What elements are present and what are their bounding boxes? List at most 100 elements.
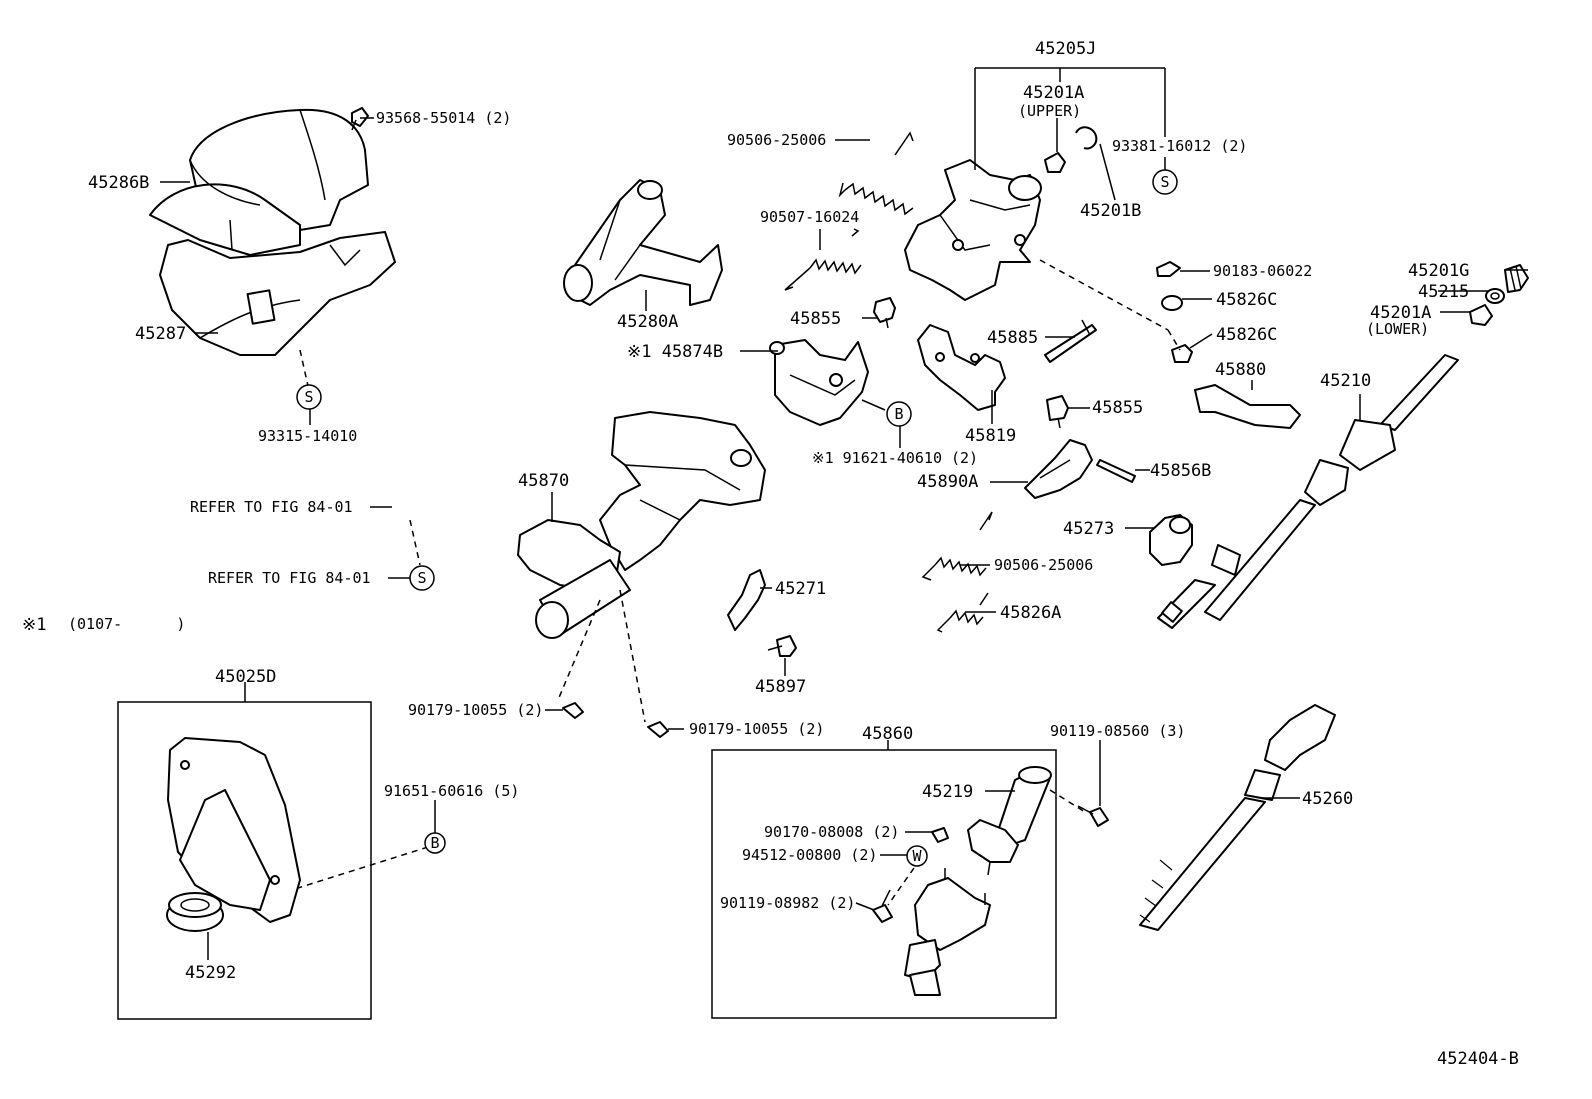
- label-45826c-lower: 45826C: [1216, 325, 1277, 345]
- spring-90507-drawing: [784, 228, 862, 291]
- label-45260: 45260: [1302, 789, 1353, 809]
- screw-93568-drawing: [351, 107, 369, 131]
- clip-45201b-drawing: [1075, 126, 1098, 150]
- bushing-45826c-upper-drawing: [1161, 295, 1183, 311]
- bushing-45201a-upper-drawing: [1044, 152, 1066, 173]
- bracket-45819-drawing: [917, 324, 1006, 411]
- steering-column-tube-45280a-drawing: [563, 179, 723, 306]
- label-45205j: 45205J: [1035, 39, 1096, 59]
- label-90507: 90507-16024: [760, 208, 859, 226]
- label-45201b: 45201B: [1080, 201, 1141, 221]
- spring-90506-lower-drawing: [921, 511, 993, 581]
- steering-shaft-45260-drawing: [1139, 704, 1336, 931]
- part-labels: 93568-55014 (2) 45286B 45287 93315-14010…: [22, 39, 1519, 1069]
- label-45287: 45287: [135, 324, 186, 344]
- bracket-45271-drawing: [727, 569, 766, 631]
- label-45273: 45273: [1063, 519, 1114, 539]
- symbol-s-93315: S: [296, 384, 322, 410]
- label-refer-1: REFER TO FIG 84-01: [190, 498, 353, 516]
- symbol-b-91621: B: [886, 401, 912, 427]
- label-refer-2: REFER TO FIG 84-01: [208, 569, 371, 587]
- label-45855-upper: 45855: [790, 309, 841, 329]
- pin-45856b-drawing: [1096, 459, 1136, 483]
- label-45292: 45292: [185, 963, 236, 983]
- label-45826c-upper: 45826C: [1216, 290, 1277, 310]
- bolt-90119-small-drawing: [872, 889, 893, 923]
- steering-column-45870-drawing: [517, 411, 766, 639]
- label-45271: 45271: [775, 579, 826, 599]
- seal-45292-drawing: [166, 892, 224, 932]
- label-90170: 90170-08008 (2): [764, 823, 899, 841]
- bracket-45874b-drawing: [769, 339, 869, 426]
- bearing-45215-drawing: [1485, 288, 1505, 304]
- label-45201g: 45201G: [1408, 261, 1469, 281]
- label-90506-lower: 90506-25006: [994, 556, 1093, 574]
- symbol-b-91651: B: [424, 832, 446, 854]
- boot-45025d-drawing: [167, 737, 301, 923]
- label-45897: 45897: [755, 677, 806, 697]
- label-45855-lower: 45855: [1092, 398, 1143, 418]
- svg-text:B: B: [430, 834, 439, 852]
- label-93315: 93315-14010: [258, 427, 357, 445]
- spring-45826a-drawing: [936, 592, 989, 633]
- bushing-45201a-lower-drawing: [1469, 304, 1493, 326]
- diagram-id: 452404-B: [1437, 1049, 1519, 1069]
- label-45826a: 45826A: [1000, 603, 1061, 623]
- spring-45201g-drawing: [1504, 264, 1529, 293]
- label-90506-upper: 90506-25006: [727, 131, 826, 149]
- leader-lines: [160, 67, 1528, 960]
- label-90183: 90183-06022: [1213, 262, 1312, 280]
- steering-shaft-45210-drawing: [1157, 354, 1459, 629]
- label-93568: 93568-55014 (2): [376, 109, 511, 127]
- svg-text:W: W: [912, 847, 922, 865]
- note-range: (0107- ): [68, 615, 185, 633]
- bolt-45897-drawing: [767, 635, 797, 657]
- label-45880: 45880: [1215, 360, 1266, 380]
- bolt-90119-large-drawing: [1077, 805, 1109, 827]
- label-45215: 45215: [1418, 282, 1469, 302]
- bolt-45855-lower-drawing: [1046, 395, 1069, 429]
- label-90179-a: 90179-10055 (2): [408, 701, 543, 719]
- nut-90170-drawing: [931, 827, 949, 843]
- symbol-w-94512: W: [906, 845, 928, 867]
- nut-90179-b-drawing: [647, 721, 669, 738]
- label-90119-large: 90119-08560 (3): [1050, 722, 1185, 740]
- label-upper: (UPPER): [1018, 102, 1081, 120]
- column-cover-lower-drawing: [159, 231, 396, 356]
- box-45860: [711, 749, 1057, 1019]
- spring-90506-drawing: [838, 131, 914, 216]
- svg-text:S: S: [417, 569, 426, 587]
- label-45280a: 45280A: [617, 312, 678, 332]
- label-90119-small: 90119-08982 (2): [720, 894, 855, 912]
- pin-45885-drawing: [1044, 319, 1097, 363]
- svg-text:S: S: [304, 388, 313, 406]
- label-45201a-lower: 45201A: [1370, 303, 1431, 323]
- label-45856b: 45856B: [1150, 461, 1211, 481]
- label-45210: 45210: [1320, 371, 1371, 391]
- note-marker: ※1: [22, 615, 46, 635]
- label-45860: 45860: [862, 724, 913, 744]
- nut-90179-a-drawing: [562, 702, 584, 719]
- tilt-lever-45880-drawing: [1194, 384, 1301, 429]
- lock-lever-45890a-drawing: [1024, 439, 1093, 499]
- label-lower: (LOWER): [1366, 320, 1429, 338]
- label-91651: 91651-60616 (5): [384, 782, 519, 800]
- sliding-yoke-45219-drawing: [967, 766, 1052, 876]
- bolt-45855-upper-drawing: [873, 297, 896, 329]
- svg-text:B: B: [894, 405, 903, 423]
- label-45890a: 45890A: [917, 472, 978, 492]
- label-45219: 45219: [922, 782, 973, 802]
- label-94512: 94512-00800 (2): [742, 846, 877, 864]
- bracket-assembly-45205j-drawing: [904, 159, 1042, 301]
- bushing-45826c-lower-drawing: [1171, 344, 1193, 363]
- label-45819: 45819: [965, 426, 1016, 446]
- label-45885: 45885: [987, 328, 1038, 348]
- label-45201a-upper: 45201A: [1023, 83, 1084, 103]
- label-90179-b: 90179-10055 (2): [689, 720, 824, 738]
- label-45025d: 45025D: [215, 667, 276, 687]
- label-45870: 45870: [518, 471, 569, 491]
- nut-90183-drawing: [1156, 261, 1181, 277]
- label-45286b: 45286B: [88, 173, 149, 193]
- universal-joint-45860-drawing: [904, 868, 991, 996]
